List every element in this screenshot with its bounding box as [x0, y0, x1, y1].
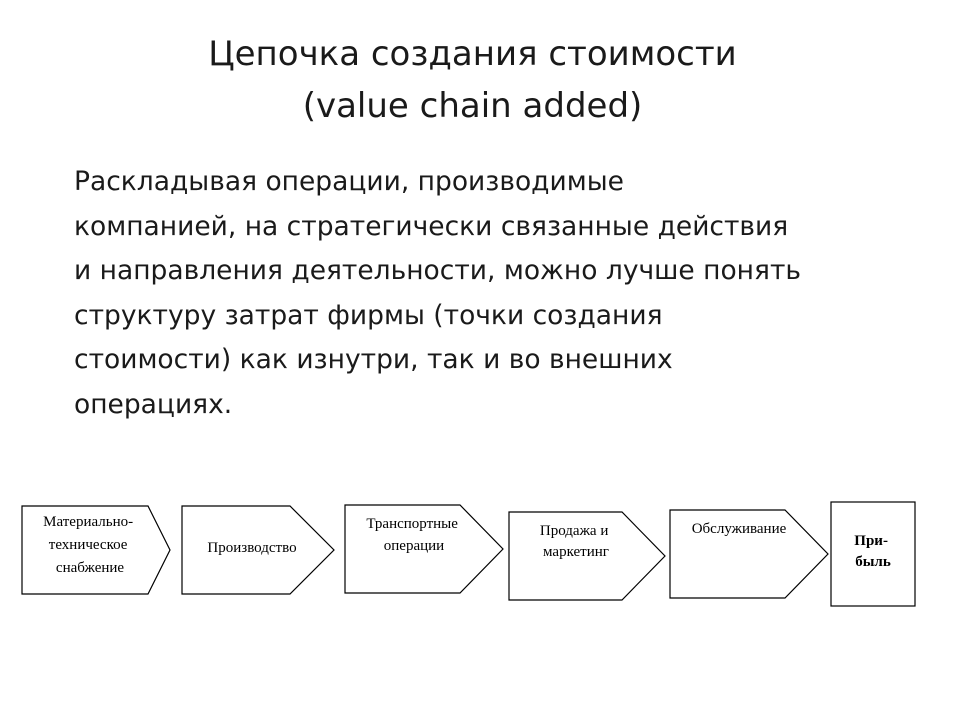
- profit-line-1: При-: [854, 533, 888, 549]
- stage-sales-marketing-shape: [508, 511, 666, 601]
- stage-service-label: Обслуживание: [692, 521, 787, 537]
- stage-logistics: Транспортные операции: [344, 504, 504, 594]
- stage-procurement-line-3: снабжение: [56, 560, 124, 576]
- stage-production-line-1: Производство: [207, 540, 296, 556]
- title-line-2: (value chain added): [302, 86, 643, 126]
- stage-procurement-line-1: Материально-: [43, 514, 133, 530]
- title-line-1: Цепочка создания стоимости: [208, 34, 737, 74]
- profit-box: При- быль: [830, 501, 916, 607]
- stage-production-label: Производство: [207, 540, 296, 556]
- stage-logistics-label: Транспортные операции: [366, 516, 461, 554]
- stage-production: Производство: [181, 505, 335, 595]
- stage-service-shape: [669, 509, 829, 599]
- stage-procurement-label: Материально- техническое снабжение: [43, 514, 137, 576]
- stage-logistics-shape: [344, 504, 504, 594]
- stage-logistics-line-1: Транспортные: [366, 516, 458, 532]
- profit-box-shape: [830, 501, 916, 607]
- profit-label: При- быль: [854, 533, 891, 570]
- stage-procurement: Материально- техническое снабжение: [21, 505, 171, 595]
- body-text: Раскладывая операции, производимые компа…: [74, 166, 802, 420]
- stage-sales-marketing-line-2: маркетинг: [543, 544, 609, 560]
- stage-service-line-1: Обслуживание: [692, 521, 787, 537]
- stage-procurement-line-2: техническое: [49, 537, 128, 553]
- stage-sales-marketing-label: Продажа и маркетинг: [540, 523, 612, 560]
- stage-procurement-shape: [21, 505, 171, 595]
- stage-sales-marketing-line-1: Продажа и: [540, 523, 609, 539]
- stage-logistics-line-2: операции: [384, 538, 444, 554]
- profit-line-2: быль: [855, 554, 891, 570]
- stage-production-shape: [181, 505, 335, 595]
- slide-title: Цепочка создания стоимости (value chain …: [0, 28, 945, 132]
- stage-service: Обслуживание: [669, 509, 829, 599]
- stage-sales-marketing: Продажа и маркетинг: [508, 511, 666, 601]
